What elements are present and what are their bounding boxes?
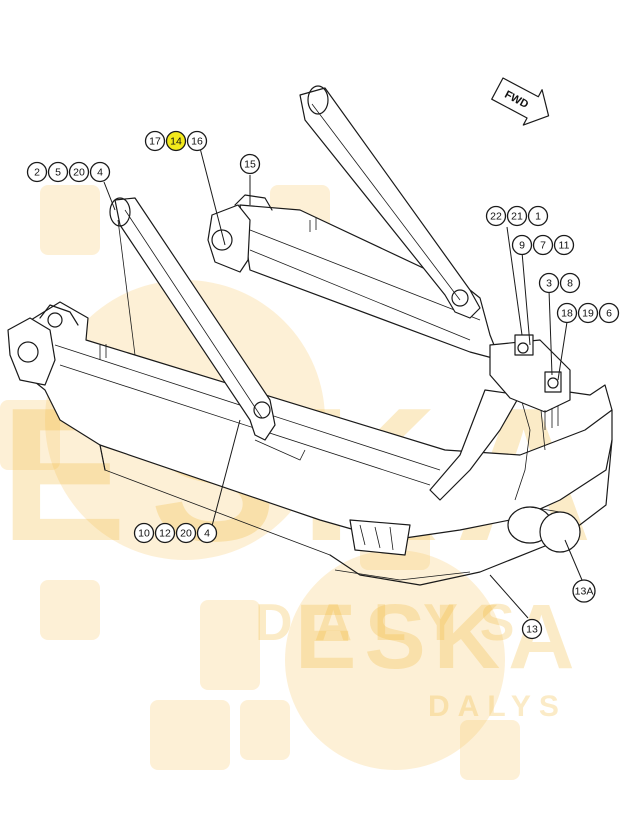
callout-20: 20 (68, 161, 90, 183)
back-pivot-end (207, 204, 251, 273)
watermark-subtext: DALYS (255, 594, 536, 652)
callout-label: 11 (559, 240, 570, 252)
callout-group-single-13A: 13A (572, 579, 596, 603)
callout-label: 1 (535, 211, 541, 223)
callout-label: 13A (575, 586, 594, 598)
callout-3: 3 (538, 272, 560, 294)
right-arm (299, 87, 481, 319)
callout-group-single-13: 13 (521, 618, 543, 640)
callout-1: 1 (527, 205, 549, 227)
back-rail (239, 204, 501, 361)
callout-label: 8 (567, 278, 573, 290)
callout-group-group-left: 2 5 20 4 (26, 161, 111, 183)
callout-label: 7 (540, 240, 546, 252)
callout-18: 18 (556, 302, 578, 324)
callout-label: 19 (582, 308, 594, 320)
watermark-logo-sub: DALYS (428, 690, 567, 723)
callout-label: 2 (34, 167, 40, 179)
callout-label: 18 (561, 308, 573, 320)
callout-9: 9 (511, 234, 533, 256)
callout-19: 19 (577, 302, 599, 324)
callout-label: 13 (526, 624, 538, 636)
callout-13a: 13A (572, 579, 596, 603)
callout-label: 3 (546, 278, 552, 290)
left-rail (17, 301, 613, 539)
callout-label: 4 (204, 528, 210, 540)
callout-15: 15 (239, 153, 261, 175)
callout-12: 12 (154, 522, 176, 544)
callout-group-group-18: 18 19 6 (556, 302, 620, 324)
callout-2: 2 (26, 161, 48, 183)
callout-14-highlighted: 14 (165, 130, 187, 152)
left-arm (114, 197, 276, 441)
lower-bracket (349, 519, 411, 556)
callout-11: 11 (553, 234, 575, 256)
callout-group-group-9: 9 7 11 (511, 234, 575, 256)
callout-label: 4 (97, 167, 103, 179)
direction-arrow: FWD (491, 77, 550, 126)
callout-label: 12 (159, 528, 171, 540)
callout-20: 20 (175, 522, 197, 544)
watermark-logo-text: ESKA (295, 586, 583, 688)
left-pivot-end (7, 317, 56, 386)
callout-group-group-22: 22 21 1 (485, 205, 549, 227)
callout-label: 20 (180, 528, 192, 540)
callout-4: 4 (196, 522, 218, 544)
callout-label: 6 (606, 308, 612, 320)
callout-label: 14 (170, 136, 182, 148)
callout-22: 22 (485, 205, 507, 227)
callout-21: 21 (506, 205, 528, 227)
callout-label: 15 (244, 159, 256, 171)
callout-13: 13 (521, 618, 543, 640)
callout-group-group-bottom: 10 12 20 4 (133, 522, 218, 544)
callout-label: 16 (191, 136, 203, 148)
callout-label: 17 (149, 136, 161, 148)
cylinder-13a-part (507, 506, 581, 553)
callout-label: 5 (55, 167, 61, 179)
callout-5: 5 (47, 161, 69, 183)
callout-label: 22 (490, 211, 502, 223)
callout-16: 16 (186, 130, 208, 152)
callout-label: 9 (519, 240, 525, 252)
callout-8: 8 (559, 272, 581, 294)
callout-label: 21 (511, 211, 523, 223)
callout-10: 10 (133, 522, 155, 544)
callout-label: 10 (138, 528, 150, 540)
frame-drawing: FWD (7, 77, 613, 586)
callout-17: 17 (144, 130, 166, 152)
callout-7: 7 (532, 234, 554, 256)
callout-4: 4 (89, 161, 111, 183)
callout-group-single-15: 15 (239, 153, 261, 175)
center-mount (489, 339, 571, 413)
callout-group-group-top: 17 14 16 (144, 130, 208, 152)
callout-label: 20 (73, 167, 85, 179)
leader-lines (103, 147, 583, 619)
callout-6: 6 (598, 302, 620, 324)
